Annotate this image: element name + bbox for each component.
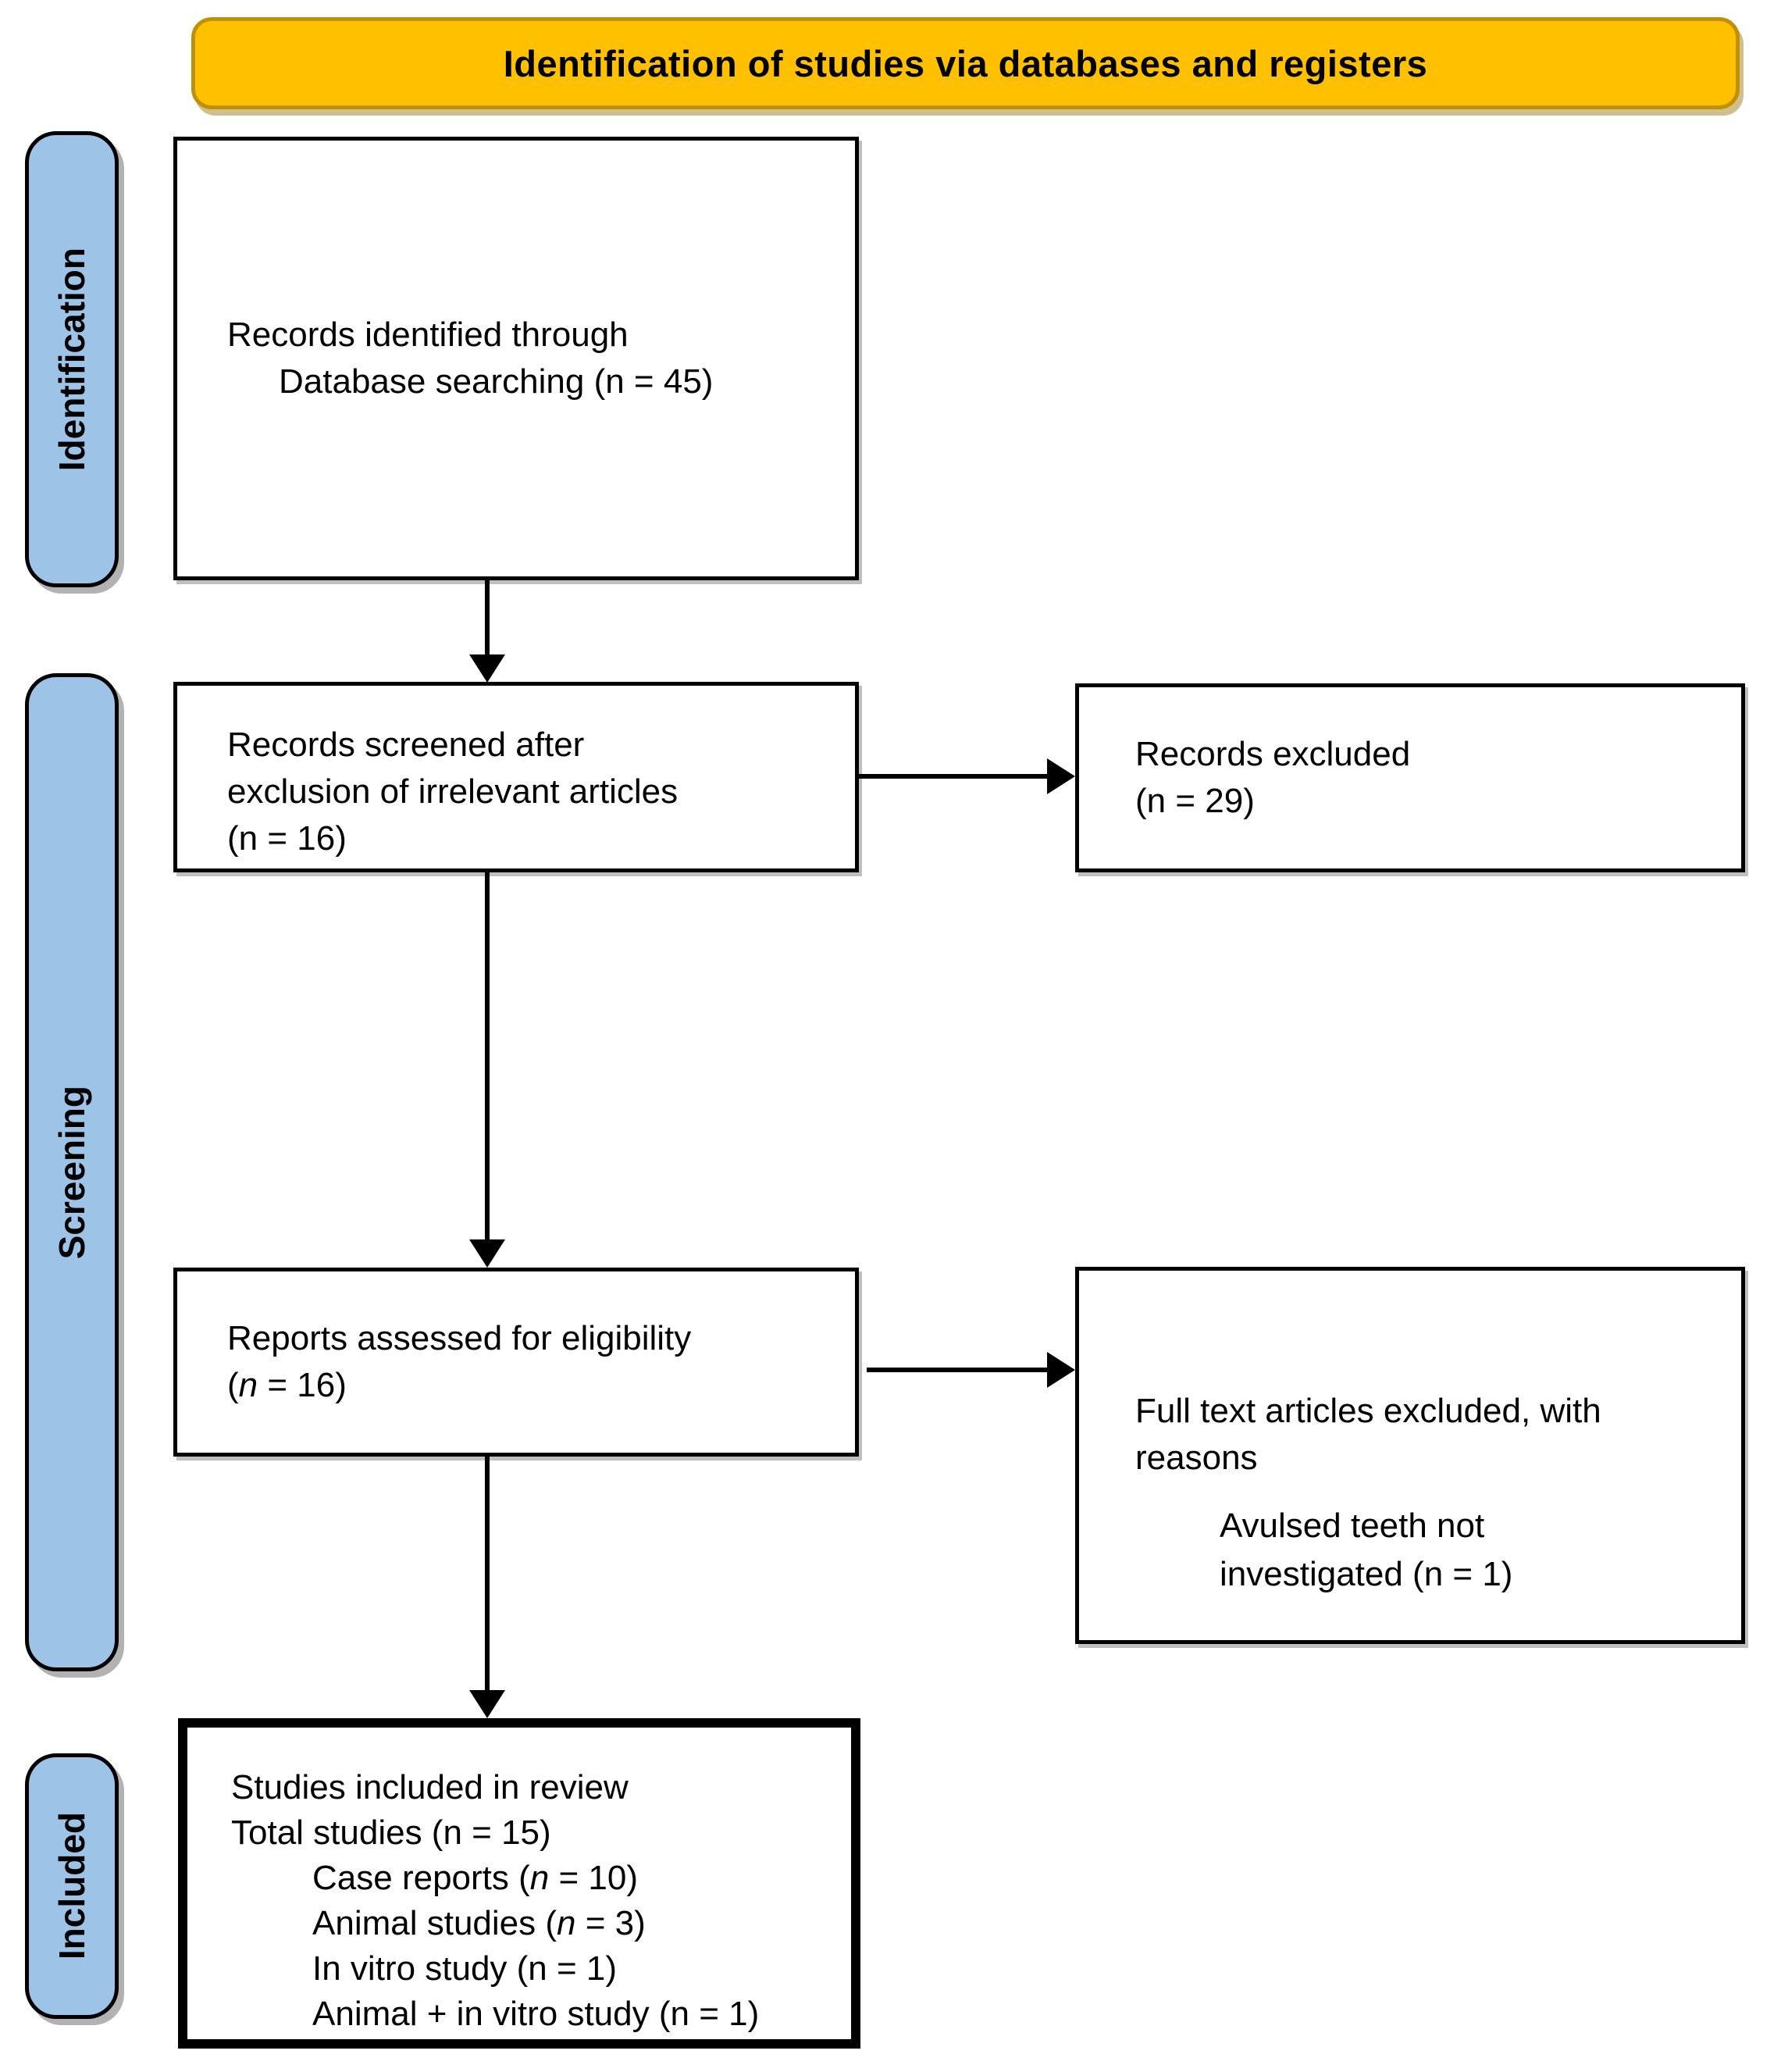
arrowhead-right-icon — [1047, 1352, 1075, 1388]
stage-label-included: Included — [25, 1753, 119, 2019]
exclusion-reason-line1: Avulsed teeth not — [1220, 1507, 1485, 1545]
stage-label-included-text: Included — [52, 1812, 92, 1960]
arrowhead-down-icon — [469, 654, 505, 683]
box-records-identified: Records identified through Database sear… — [173, 137, 859, 580]
arrow-line-screened-to-excluded — [857, 774, 1049, 779]
box-records-excluded-line2: (n = 29) — [1135, 782, 1255, 820]
box-studies-included-item-case-reports: Case reports (n = 10) — [231, 1856, 832, 1901]
arrow-line-identified-to-screened — [485, 579, 490, 657]
arrowhead-down-icon — [469, 1239, 505, 1268]
arrow-line-assessed-to-included — [485, 1455, 490, 1691]
arrow-line-assessed-to-fulltext-excluded — [867, 1368, 1049, 1372]
count-text: = 3) — [575, 1904, 646, 1942]
count-text: = 10) — [549, 1859, 638, 1897]
box-reports-assessed-line1: Reports assessed for eligibility — [227, 1319, 692, 1357]
box-reports-assessed-line2: (n = 16) — [227, 1362, 832, 1409]
count-text: = 16) — [258, 1366, 347, 1404]
box-records-identified-line2: Database searching (n = 45) — [279, 362, 714, 401]
box-studies-included-item-animal-in-vitro: Animal + in vitro study (n = 1) — [312, 1995, 760, 2033]
box-records-excluded-line1: Records excluded — [1135, 735, 1411, 773]
diagram-title: Identification of studies via databases … — [503, 42, 1428, 84]
box-records-screened-line2: exclusion of irrelevant articles — [227, 772, 679, 811]
box-records-screened-line1: Records screened after — [227, 726, 585, 764]
box-studies-included: Studies included in review Total studies… — [178, 1718, 860, 2049]
italic-n: n — [238, 1366, 258, 1404]
arrowhead-right-icon — [1047, 758, 1075, 794]
box-fulltext-excluded: Full text articles excluded, with reason… — [1075, 1267, 1745, 1644]
stage-label-identification-text: Identification — [52, 247, 92, 472]
exclusion-reasons: Avulsed teeth not investigated (n = 1) — [1135, 1502, 1718, 1599]
paren-open: ( — [227, 1366, 239, 1404]
exclusion-reason-line2: investigated (n = 1) — [1220, 1555, 1513, 1593]
item-text: Case reports ( — [312, 1859, 530, 1897]
box-studies-included-item-in-vitro: In vitro study (n = 1) — [312, 1949, 618, 1988]
arrowhead-down-icon — [469, 1690, 505, 1718]
box-fulltext-excluded-line2: reasons — [1135, 1439, 1258, 1477]
box-records-screened-line3: (n = 16) — [227, 819, 347, 858]
arrow-line-screened-to-assessed — [485, 871, 490, 1242]
box-records-excluded: Records excluded (n = 29) — [1075, 683, 1745, 872]
box-studies-included-total: Total studies (n = 15) — [231, 1813, 551, 1852]
stage-label-screening: Screening — [25, 673, 119, 1671]
stage-label-identification: Identification — [25, 131, 119, 587]
italic-n: n — [557, 1904, 576, 1942]
box-records-identified-line1: Records identified through — [227, 316, 629, 354]
box-studies-included-item-animal-studies: Animal studies (n = 3) — [231, 1901, 832, 1946]
box-fulltext-excluded-line1: Full text articles excluded, with — [1135, 1392, 1601, 1430]
italic-n: n — [529, 1859, 550, 1897]
box-records-screened: Records screened after exclusion of irre… — [173, 682, 859, 872]
diagram-title-banner: Identification of studies via databases … — [191, 17, 1740, 109]
box-reports-assessed: Reports assessed for eligibility (n = 16… — [173, 1268, 859, 1457]
stage-label-screening-text: Screening — [52, 1085, 92, 1260]
box-studies-included-title: Studies included in review — [231, 1768, 629, 1806]
item-text: Animal studies ( — [312, 1904, 557, 1942]
